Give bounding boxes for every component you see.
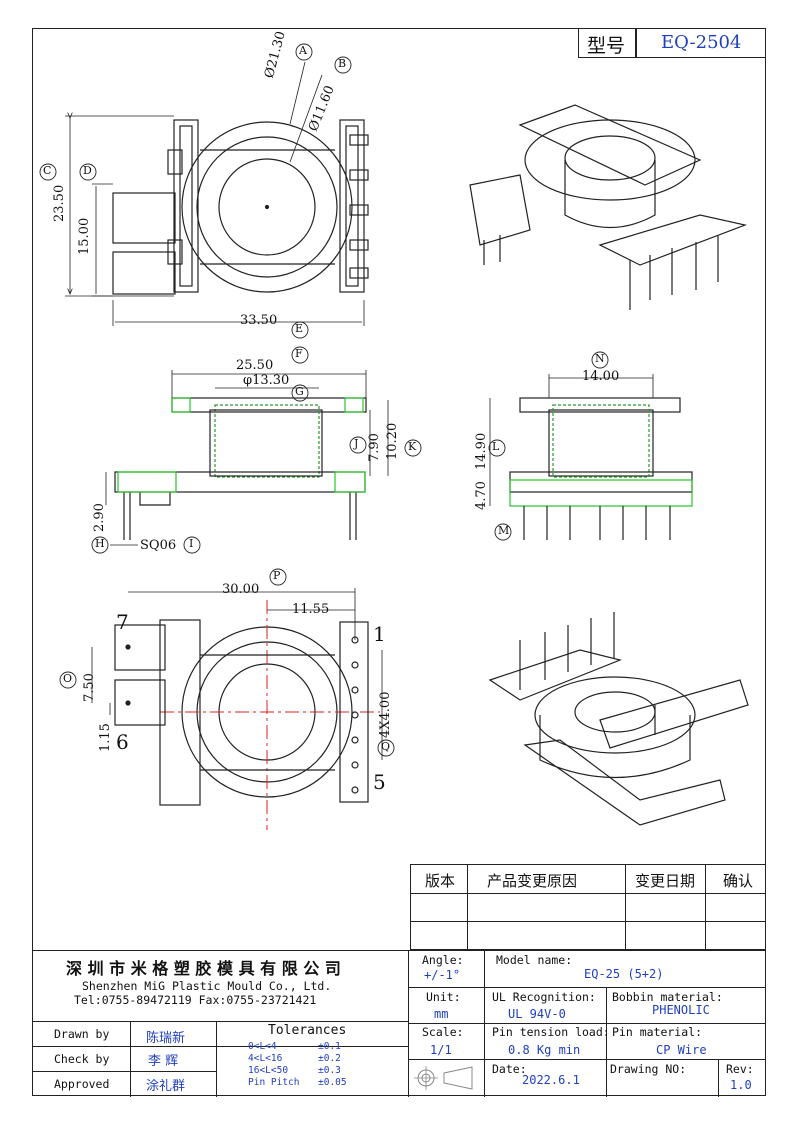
tolerance-value: ±0.05 [318, 1077, 347, 1088]
tag-o: O [63, 672, 73, 685]
unit-label: Unit: [426, 990, 461, 1004]
pin-6-label: 6 [116, 730, 129, 754]
dim-d-text: 15.00 [77, 217, 92, 255]
dim-g-text: φ13.30 [243, 373, 290, 388]
tolerance-value: ±0.2 [318, 1053, 341, 1064]
dim-m-text: 4.70 [474, 481, 489, 510]
dim-f-text: 25.50 [236, 358, 274, 373]
approved-label: Approved [54, 1077, 110, 1091]
rev-header-version: 版本 [425, 872, 456, 890]
dim-h-text: 2.90 [92, 503, 107, 532]
model-name-label: Model name: [496, 953, 573, 967]
tag-c: C [43, 164, 52, 177]
dim-l-text: 14.90 [474, 432, 489, 470]
side-view [488, 351, 693, 541]
tag-q: Q [381, 740, 391, 753]
dim-1-15-text: 1.15 [98, 723, 113, 752]
tolerance-value: ±0.3 [318, 1065, 341, 1076]
rev-header-confirm: 确认 [723, 872, 754, 890]
drawing-frame [32, 28, 766, 1096]
tag-k: K [408, 440, 417, 453]
title-block: 深 圳 市 米 格 塑 胶 模 具 有 限 公 司 Shenzhen MiG P… [32, 950, 766, 1097]
date-label: Date: [492, 1062, 527, 1076]
tolerance-range: 4<L<16 [248, 1053, 283, 1064]
model-value: EQ-2504 [661, 32, 742, 53]
pin-1-label: 1 [373, 622, 386, 646]
drawn-by-label: Drawn by [54, 1027, 110, 1041]
dim-e-text: 33.50 [240, 313, 278, 328]
rev-header-date: 变更日期 [635, 872, 696, 890]
tag-f: F [295, 347, 303, 360]
dim-i-text: SQ06 [140, 538, 177, 553]
dim-j-text: 7.90 [367, 433, 382, 462]
dim-o-text: 7.50 [82, 673, 97, 702]
projection-symbol-icon [414, 1066, 473, 1090]
tag-m: M [498, 524, 510, 537]
tag-b: B [338, 57, 347, 70]
ul-label: UL Recognition: [492, 990, 596, 1004]
dim-p2-text: 11.55 [292, 602, 330, 617]
tag-j: J [354, 437, 359, 450]
rev-value: 1.0 [730, 1078, 752, 1092]
tag-e: E [295, 322, 304, 335]
tolerance-range: 0<L<4 [248, 1041, 277, 1052]
pin-tension-value: 0.8 Kg min [508, 1043, 581, 1057]
ul-value: UL 94V-0 [508, 1007, 566, 1021]
scale-value: 1/1 [430, 1043, 452, 1057]
tag-l: L [492, 440, 500, 453]
bobbin-label: Bobbin material: [612, 990, 723, 1004]
check-by-label: Check by [54, 1052, 110, 1066]
company-name-cn: 深 圳 市 米 格 塑 胶 模 具 有 限 公 司 [66, 959, 341, 978]
tag-i: I [189, 537, 194, 550]
tag-p: P [273, 569, 281, 582]
drawn-by-value: 陈瑞新 [146, 1031, 186, 1046]
company-name-en: Shenzhen MiG Plastic Mould Co., Ltd. [82, 979, 332, 993]
dim-q-text: 4X4.00 [378, 691, 393, 738]
approved-value: 涂礼群 [146, 1079, 186, 1094]
bobbin-value: PHENOLIC [652, 1003, 710, 1017]
angle-label: Angle: [422, 953, 464, 967]
isometric-view-top [469, 104, 748, 310]
tolerance-value: ±0.1 [318, 1041, 341, 1052]
date-value: 2022.6.1 [522, 1073, 580, 1087]
check-by-value: 李 辉 [148, 1054, 179, 1069]
top-view [39, 43, 369, 339]
rev-label: Rev: [726, 1062, 754, 1076]
tag-n: N [595, 352, 605, 365]
tag-d: D [83, 164, 92, 177]
technical-drawing [39, 43, 749, 830]
tag-h: H [95, 537, 105, 550]
pin-5-label: 5 [373, 770, 386, 794]
tolerances-title: Tolerances [268, 1023, 347, 1038]
bottom-view [59, 568, 395, 830]
front-view [91, 346, 422, 554]
company-contact: Tel:0755-89472119 Fax:0755-23721421 [74, 993, 317, 1007]
tag-g: G [295, 385, 304, 398]
dim-n-text: 14.00 [582, 369, 620, 384]
dim-p-text: 30.00 [222, 582, 260, 597]
tolerance-range: Pin Pitch [248, 1077, 300, 1088]
dim-c-text: 23.50 [52, 184, 67, 222]
unit-value: mm [434, 1007, 449, 1021]
tolerance-range: 16<L<50 [248, 1065, 289, 1076]
pin-material-label: Pin material: [612, 1025, 703, 1039]
rev-header-reason: 产品变更原因 [487, 872, 578, 890]
angle-value: +/-1° [424, 968, 461, 982]
revision-table: 版本 产品变更原因 变更日期 确认 [410, 864, 766, 950]
model-header-box: 型号 EQ-2504 [578, 28, 766, 58]
model-name-value: EQ-25 (5+2) [584, 967, 664, 981]
dim-k-text: 10.20 [385, 422, 400, 460]
scale-label: Scale: [422, 1025, 464, 1039]
drawing-no-label: Drawing NO: [610, 1062, 687, 1076]
isometric-view-bottom [488, 612, 749, 826]
tag-a: A [299, 44, 307, 57]
pin-tension-label: Pin tension load: [492, 1025, 610, 1039]
pin-7-label: 7 [116, 610, 129, 634]
model-label: 型号 [587, 35, 626, 57]
pin-material-value: CP Wire [656, 1043, 707, 1057]
